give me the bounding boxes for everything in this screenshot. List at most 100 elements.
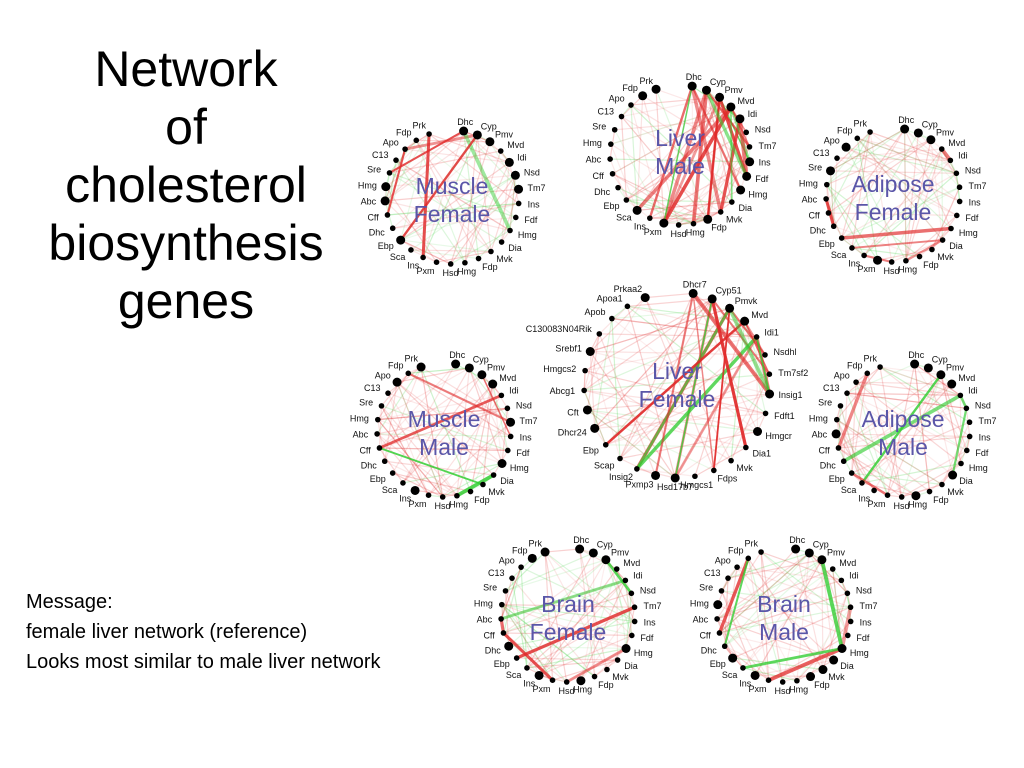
gene-label: Apoa1	[597, 294, 623, 304]
network-edge	[469, 408, 508, 492]
gene-label: Prk	[864, 354, 878, 364]
network-edge	[455, 363, 494, 385]
gene-label: Hmg	[850, 648, 869, 658]
gene-node	[806, 672, 816, 682]
gene-node	[611, 126, 618, 133]
gene-label: Fdp	[396, 128, 412, 138]
gene-label: Ebp	[494, 659, 510, 669]
gene-label: Ins	[858, 494, 871, 504]
gene-node	[823, 196, 829, 202]
gene-label: Fdp	[474, 495, 490, 505]
gene-node	[957, 392, 964, 399]
gene-label: Prk	[639, 76, 653, 86]
network-edge	[625, 593, 632, 649]
network-label-line: Female	[855, 199, 932, 225]
gene-label: Mvd	[958, 373, 975, 383]
network-edge-strong	[502, 631, 554, 682]
network-edge	[415, 140, 466, 263]
network-edge	[730, 321, 746, 461]
gene-node	[911, 491, 921, 501]
network-edge	[605, 444, 746, 449]
network-edge	[544, 552, 554, 681]
network-edge	[887, 449, 968, 496]
gene-node	[381, 182, 391, 192]
network-edge	[520, 567, 528, 668]
gene-label: Sca	[616, 212, 632, 222]
network-edge	[845, 146, 957, 174]
gene-label: Dhc	[449, 350, 466, 360]
gene-node	[509, 575, 515, 581]
network-edge	[760, 551, 842, 581]
gene-node	[498, 239, 505, 245]
gene-node	[728, 457, 734, 464]
message-box: Message: female liver network (reference…	[26, 587, 381, 677]
network-edge	[825, 139, 932, 200]
gene-label: Ins	[644, 617, 657, 627]
gene-node	[504, 405, 511, 412]
network-edge	[716, 618, 734, 659]
gene-label: Ebp	[370, 474, 386, 484]
gene-node	[765, 677, 772, 683]
gene-label: Dhc	[594, 187, 611, 197]
gene-node	[384, 212, 391, 218]
network-edge	[612, 173, 638, 211]
network-edge	[721, 557, 749, 592]
gene-label: Idi	[849, 571, 859, 581]
gene-node	[825, 210, 832, 216]
gene-label: Cyp	[813, 540, 829, 550]
network-edge	[627, 305, 766, 414]
network-edge-strong	[723, 558, 750, 647]
gene-label: Idi1	[764, 327, 779, 337]
gene-label: Sre	[699, 583, 713, 593]
gene-label: Hsd	[443, 268, 459, 278]
gene-node	[659, 218, 669, 228]
gene-label: Pmv	[487, 362, 506, 372]
gene-node	[838, 577, 845, 584]
gene-node	[947, 379, 957, 389]
gene-node	[966, 419, 973, 426]
network-edge	[500, 618, 627, 650]
gene-label: Pxm	[748, 684, 766, 694]
network-edge	[400, 174, 516, 241]
gene-label: Fdp	[728, 546, 744, 556]
network-edge	[377, 419, 503, 465]
network-edge	[381, 405, 509, 452]
network-edge	[833, 225, 920, 258]
network-edge	[904, 128, 952, 229]
network-edge	[583, 320, 745, 391]
network-edge	[851, 421, 970, 474]
network-label-line: Male	[759, 619, 809, 645]
gene-node	[408, 247, 414, 253]
network-edge	[719, 552, 810, 634]
network-edge-strong	[691, 292, 772, 396]
gene-label: Dhc	[820, 460, 837, 470]
network-edge	[395, 159, 511, 232]
network-edge	[589, 351, 596, 429]
gene-label: Fdp	[622, 83, 638, 93]
network-edge	[610, 106, 732, 145]
network-edge	[914, 363, 931, 492]
gene-label: Fdf	[524, 215, 538, 225]
gene-node	[376, 445, 383, 451]
gene-node	[913, 128, 923, 138]
gene-node	[713, 600, 723, 610]
network-edge	[863, 148, 943, 256]
gene-label: Prk	[413, 121, 427, 131]
gene-node	[392, 377, 402, 387]
network-edge	[501, 189, 520, 243]
network-edge	[544, 551, 608, 670]
gene-node	[834, 155, 840, 161]
network-edge	[830, 128, 905, 172]
edge-group	[716, 548, 853, 683]
network-edge	[583, 298, 713, 391]
gene-node	[838, 235, 845, 241]
network-edge	[500, 566, 522, 620]
network-edge	[544, 551, 568, 683]
gene-label: Idi	[517, 153, 527, 163]
gene-label: Prkaa2	[614, 284, 643, 294]
network-edge	[501, 604, 595, 677]
message-line: Looks most similar to male liver network	[26, 651, 381, 673]
gene-node	[374, 431, 380, 437]
